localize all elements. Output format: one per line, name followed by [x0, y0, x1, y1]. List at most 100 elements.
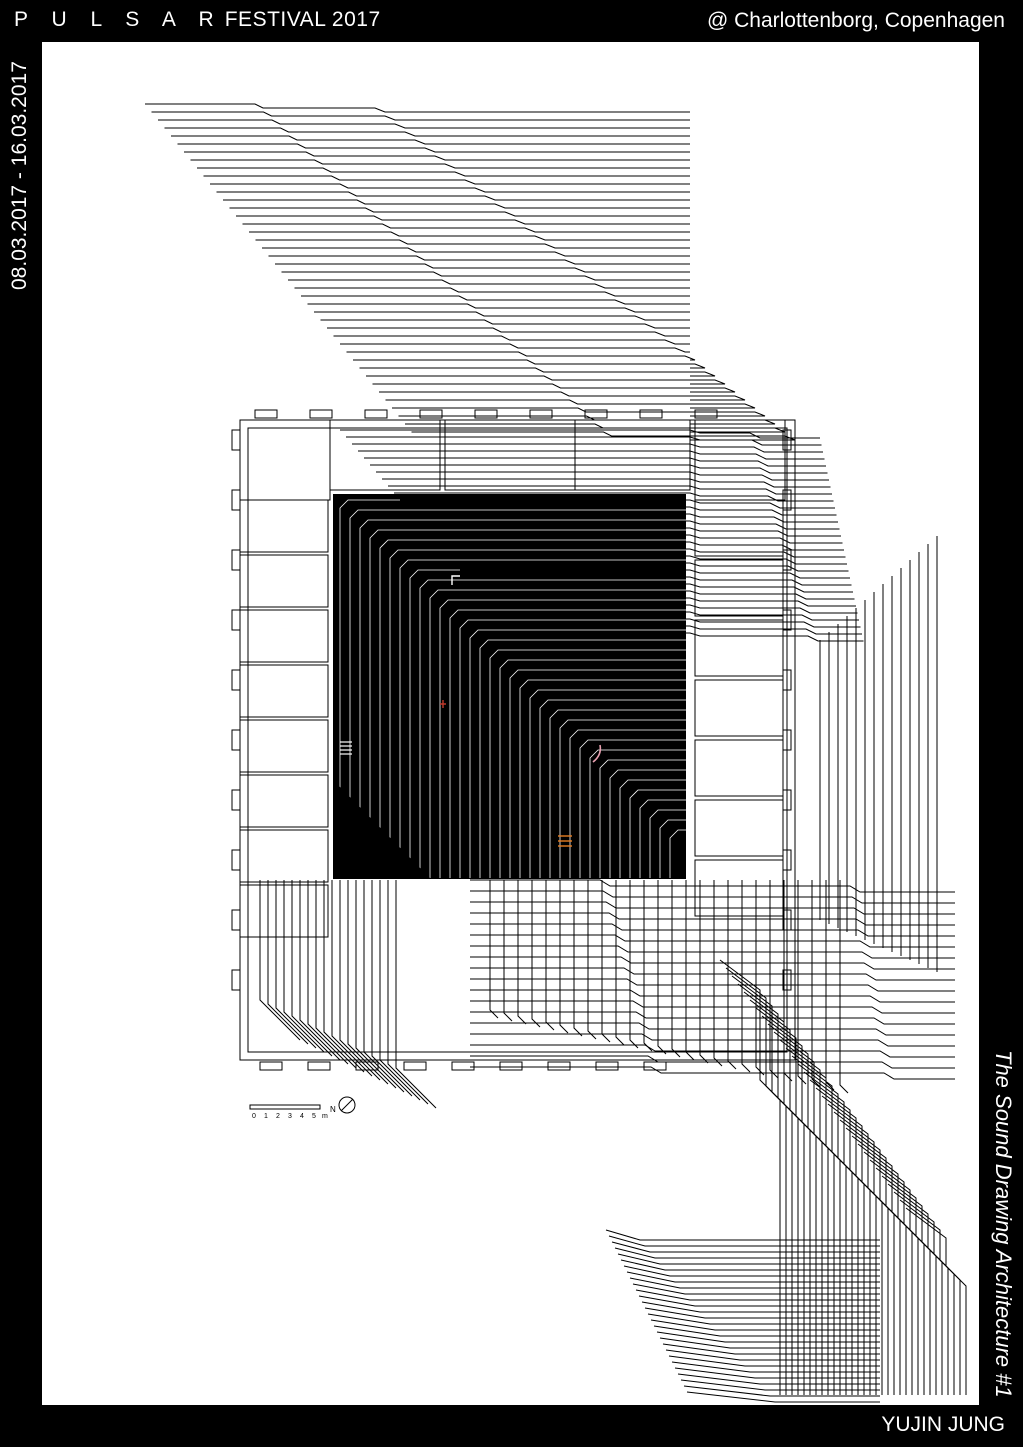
bracket-line	[275, 880, 317, 1049]
staircase-line	[749, 999, 811, 1395]
room-outline	[694, 499, 784, 557]
window-bay	[231, 549, 241, 571]
staircase-line	[659, 1337, 880, 1349]
room-outline	[694, 619, 784, 677]
window-bay	[309, 409, 333, 419]
window-bay	[231, 789, 241, 811]
grid-line	[587, 880, 597, 1040]
staircase-line	[821, 1095, 883, 1395]
room-outline	[239, 609, 329, 663]
diagonal-line	[340, 343, 690, 353]
courtyard-line	[359, 519, 686, 878]
window-bay	[694, 409, 718, 419]
grid-line	[470, 978, 955, 992]
grid-line	[685, 880, 695, 1061]
courtyard-line	[609, 769, 686, 878]
grid-line	[470, 945, 955, 959]
bracket-line	[331, 880, 373, 1077]
courtyard-line	[499, 659, 686, 878]
grid-line	[713, 880, 723, 1067]
courtyard-line	[459, 619, 686, 878]
grid-line	[559, 880, 569, 1034]
courtyard-line	[669, 829, 686, 878]
staircase-line	[605, 1229, 880, 1241]
courtyard-line	[449, 609, 686, 878]
diagonal-line	[294, 287, 690, 297]
diagonal-line	[216, 191, 690, 201]
festival-rest: FESTIVAL 2017	[224, 8, 381, 31]
diagonal-line	[151, 111, 690, 121]
diagonal-line	[366, 375, 726, 385]
bracket-line	[267, 880, 309, 1045]
grid-line	[657, 880, 667, 1055]
plan-line	[346, 436, 822, 446]
window-bay	[643, 1061, 667, 1071]
grid-line	[470, 1033, 955, 1047]
staircase-line	[614, 1247, 880, 1259]
window-bay	[231, 429, 241, 451]
grid-line	[470, 1000, 955, 1014]
courtyard-line	[469, 629, 686, 878]
grid-line	[470, 956, 955, 970]
window-bay	[474, 409, 498, 419]
courtyard-line	[629, 789, 686, 878]
staircase-line	[785, 1047, 847, 1395]
diagonal-line	[372, 383, 736, 393]
courtyard-shadow	[333, 780, 430, 878]
courtyard-line	[389, 549, 686, 878]
grid-line	[699, 880, 709, 1064]
artwork-title: The Sound Drawing Architecture #1	[991, 1050, 1016, 1398]
staircase-line	[827, 1103, 889, 1395]
window-bay	[231, 849, 241, 871]
grid-line	[470, 1044, 955, 1058]
grid-line	[470, 890, 955, 904]
bracket-line	[339, 880, 381, 1081]
courtyard-line	[439, 599, 686, 878]
grid-line	[643, 880, 653, 1052]
scale-tick-label: 4	[300, 1113, 304, 1120]
grid-line	[671, 880, 681, 1058]
diagonal-line	[353, 359, 706, 369]
plan-line	[388, 485, 832, 495]
plan-line	[502, 618, 861, 628]
diagonal-line	[262, 247, 690, 257]
plan-line	[454, 562, 849, 572]
staircase-line	[674, 1367, 880, 1379]
staircase-line	[644, 1307, 880, 1319]
plan-line	[364, 457, 826, 467]
diagonal-line	[307, 303, 690, 313]
room-outline	[694, 739, 784, 797]
plan-line	[382, 478, 831, 488]
staircase-line	[797, 1063, 859, 1395]
window-bay	[231, 729, 241, 751]
accent-pink-mark	[592, 744, 602, 763]
room-outline	[239, 774, 329, 828]
diagonal-line	[203, 175, 690, 185]
plan-line	[358, 450, 825, 460]
courtyard-line	[599, 759, 686, 878]
diagonal-line	[379, 391, 746, 401]
courtyard-line	[509, 669, 686, 878]
window-bay	[499, 1061, 523, 1071]
scale-tick-label: 0	[252, 1113, 256, 1120]
staircase-line	[686, 1391, 880, 1403]
diagonal-line	[385, 399, 756, 409]
staircase-line	[737, 983, 799, 1395]
window-bay	[782, 669, 792, 691]
courtyard-line	[639, 799, 686, 878]
bracket-line	[259, 880, 301, 1041]
staircase-line	[887, 1183, 949, 1395]
plan-line	[466, 576, 852, 586]
window-bay	[782, 489, 792, 511]
staircase-line	[815, 1087, 877, 1395]
grid-line	[470, 989, 955, 1003]
window-bay	[403, 1061, 427, 1071]
plan-line	[424, 527, 841, 537]
staircase-line	[719, 959, 781, 1395]
courtyard-line	[619, 779, 686, 878]
diagonal-line	[158, 119, 690, 129]
diagonal-line	[184, 151, 690, 161]
scale-tick-label: 2	[276, 1113, 280, 1120]
staircase-line	[668, 1355, 880, 1367]
